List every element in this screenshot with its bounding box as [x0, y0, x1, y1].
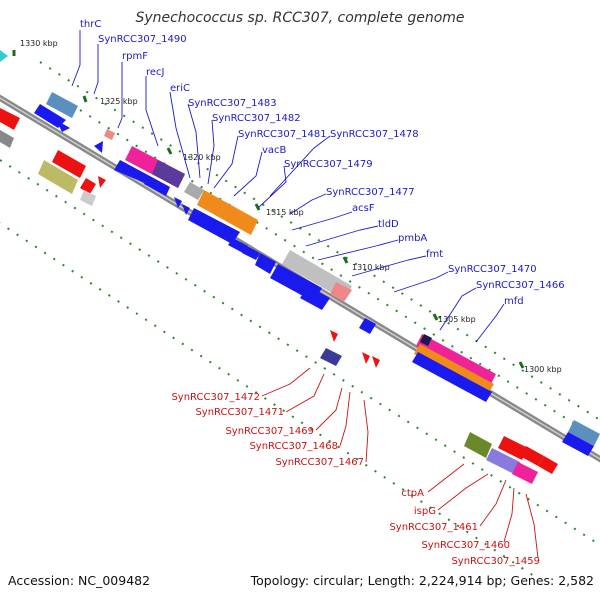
feature-block: [330, 282, 352, 302]
feature-arrow: [362, 352, 370, 364]
feature-arrow: [562, 432, 594, 456]
feature-block: [464, 432, 492, 458]
feature-block: [104, 129, 115, 140]
gene-label[interactable]: fmt: [426, 249, 443, 260]
feature-arrow: [372, 356, 380, 368]
feature-block: [52, 150, 86, 178]
feature-arrow: [80, 178, 96, 194]
forward-leader-lines: [71, 30, 505, 343]
gene-label[interactable]: SynRCC307_1459: [451, 556, 540, 567]
map-title: Synechococcus sp. RCC307, complete genom…: [135, 10, 464, 26]
reverse-feature-track: [0, 108, 558, 484]
reverse-gene-labels: SynRCC307_1472 SynRCC307_1471 SynRCC307_…: [171, 392, 540, 567]
gene-label[interactable]: ispG: [414, 506, 436, 517]
scale-tick-labels: 1330 kbp 1325 kbp 1320 kbp 1315 kbp 1310…: [20, 39, 562, 374]
feature-arrow: [56, 120, 70, 132]
feature-arrow: [359, 318, 376, 334]
feature-arrow: [98, 176, 106, 188]
tick-label: 1300 kbp: [524, 365, 562, 374]
topology-summary: Topology: circular; Length: 2,224,914 bp…: [250, 573, 594, 588]
gene-label[interactable]: ctpA: [401, 488, 424, 499]
gene-label[interactable]: eriC: [170, 83, 190, 94]
gene-label[interactable]: thrC: [80, 19, 101, 30]
gene-label[interactable]: SynRCC307_1490: [98, 34, 187, 45]
feature-arrow: [242, 246, 260, 260]
feature-block: [46, 92, 78, 118]
gene-label[interactable]: rpmF: [122, 51, 148, 62]
gene-label[interactable]: SynRCC307_1478: [330, 129, 419, 140]
feature-arrow: [114, 160, 152, 186]
gene-label[interactable]: vacB: [262, 145, 287, 156]
reverse-leader-lines: [261, 367, 539, 559]
forward-feature-track: [0, 50, 600, 456]
feature-block: [197, 190, 258, 235]
gene-label[interactable]: SynRCC307_1470: [448, 264, 537, 275]
forward-gene-labels: thrC SynRCC307_1490 rpmF recJ eriC SynRC…: [80, 19, 565, 307]
feature-arrow: [228, 238, 248, 253]
gene-label[interactable]: SynRCC307_1482: [212, 113, 301, 124]
accession-text: Accession: NC_009482: [8, 573, 150, 588]
feature-block: [414, 344, 494, 394]
feature-block: [0, 108, 20, 130]
feature-block: [80, 190, 96, 206]
feature-arrow: [144, 175, 170, 196]
gene-label[interactable]: mfd: [504, 296, 524, 307]
feature-block: [416, 334, 496, 386]
gene-label[interactable]: SynRCC307_1472: [171, 392, 260, 403]
feature-arrow: [255, 253, 276, 274]
feature-arrow: [182, 204, 190, 215]
feature-arrow: [330, 330, 338, 342]
gene-label[interactable]: pmbA: [398, 233, 427, 244]
tick-label: 1310 kbp: [352, 263, 390, 272]
feature-block: [184, 182, 204, 200]
gene-label[interactable]: SynRCC307_1467: [275, 457, 364, 468]
tick-label: 1320 kbp: [183, 153, 221, 162]
feature-block: [486, 448, 520, 474]
gene-label[interactable]: tldD: [378, 219, 399, 230]
feature-block: [320, 348, 342, 366]
gene-label[interactable]: recJ: [146, 67, 165, 78]
feature-block: [498, 436, 528, 460]
gene-label[interactable]: SynRCC307_1483: [188, 98, 277, 109]
scale-ticks: [12, 50, 525, 369]
feature-block: [152, 160, 185, 188]
feature-block: [520, 446, 544, 466]
gene-label[interactable]: SynRCC307_1466: [476, 280, 565, 291]
feature-block: [0, 50, 8, 62]
gene-label[interactable]: SynRCC307_1469: [225, 426, 314, 437]
gene-label[interactable]: SynRCC307_1461: [389, 522, 478, 533]
feature-arrow: [300, 286, 330, 310]
gene-label[interactable]: acsF: [352, 203, 375, 214]
feature-arrow: [94, 141, 103, 153]
outer-tick-track: [0, 61, 600, 581]
gene-label[interactable]: SynRCC307_1479: [284, 159, 373, 170]
tick-label: 1305 kbp: [438, 315, 476, 324]
feature-block: [568, 420, 600, 446]
gene-label[interactable]: SynRCC307_1477: [326, 187, 415, 198]
tick-label: 1330 kbp: [20, 39, 58, 48]
feature-block: [512, 462, 538, 484]
feature-block: [0, 130, 14, 148]
feature-block: [38, 160, 78, 194]
feature-block: [538, 456, 558, 474]
gene-label[interactable]: SynRCC307_1460: [421, 540, 510, 551]
feature-block: [420, 334, 432, 346]
gene-label[interactable]: SynRCC307_1481: [238, 129, 327, 140]
feature-arrow: [412, 352, 492, 402]
feature-arrow: [174, 197, 182, 208]
tick-label: 1315 kbp: [266, 208, 304, 217]
tick-label: 1325 kbp: [100, 97, 138, 106]
gene-label[interactable]: SynRCC307_1468: [249, 441, 338, 452]
feature-arrow: [188, 208, 240, 244]
gene-label[interactable]: SynRCC307_1471: [195, 407, 284, 418]
